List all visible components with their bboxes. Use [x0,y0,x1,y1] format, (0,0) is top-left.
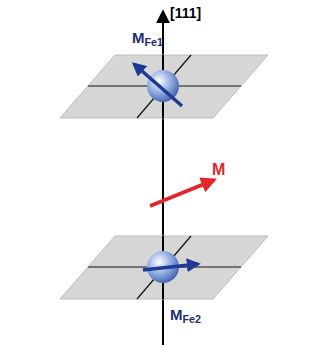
moment-label: M [212,162,225,178]
moment-label: MFe2 [170,307,201,324]
moment-label: MFe1 [132,30,163,47]
axis-label: [111] [170,6,201,20]
